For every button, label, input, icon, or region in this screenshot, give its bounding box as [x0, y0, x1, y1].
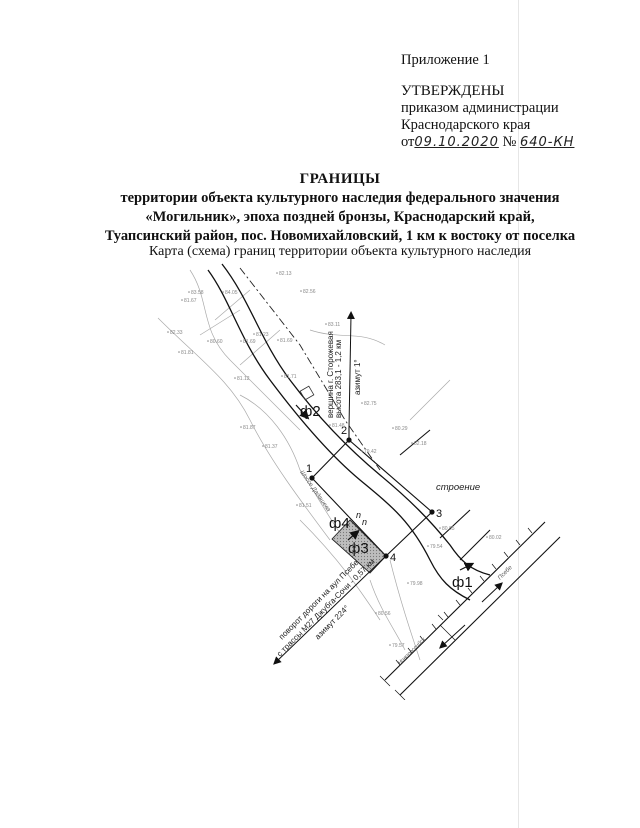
southwest-arrow [273, 555, 387, 665]
approval-line-1: приказом администрации [401, 100, 559, 116]
svg-text:80.29: 80.29 [395, 426, 408, 432]
svg-text:83.11: 83.11 [328, 322, 340, 328]
approved-label: УТВЕРЖДЕНЫ [401, 83, 505, 99]
boundary-map: вершина г. Сторожевая высота 283,1 - 1,2… [157, 263, 561, 700]
svg-text:79.57: 79.57 [392, 643, 405, 649]
svg-text:81.51: 81.51 [299, 503, 312, 509]
svg-text:82.75: 82.75 [364, 401, 377, 407]
photo-point-f2: ф2 [300, 403, 321, 420]
svg-text:81.48: 81.48 [332, 423, 345, 429]
svg-text:81.12: 81.12 [237, 376, 250, 382]
map-caption: Карта (схема) границ территории объекта … [148, 244, 532, 259]
svg-text:81.67: 81.67 [184, 298, 197, 304]
handwritten-number: 640-КН [519, 135, 575, 150]
svg-text:высота 283,1 - 1,2 км: высота 283,1 - 1,2 км [334, 340, 343, 418]
dash-dot-line [239, 267, 381, 471]
svg-text:с трассы М27 Джубга-Сочи - 0,5: с трассы М27 Джубга-Сочи - 0,57 км [275, 557, 376, 658]
railway-strip [384, 521, 561, 696]
svg-text:82.18: 82.18 [414, 441, 427, 447]
svg-text:82.56: 82.56 [303, 289, 316, 295]
svg-text:84.05: 84.05 [225, 290, 238, 296]
svg-text:81.71: 81.71 [284, 374, 297, 380]
document-heading: ГРАНИЦЫ территории объекта культурного н… [90, 170, 590, 246]
elevation-marks: 82.13 83.58 81.67 84.05 82.56 82.33 81.8… [167, 271, 502, 649]
svg-text:79.42: 79.42 [364, 449, 377, 455]
svg-text:81.37: 81.37 [265, 444, 278, 450]
svg-text:83.58: 83.58 [191, 290, 204, 296]
boundary-points [309, 437, 435, 559]
heading-title: ГРАНИЦЫ [299, 171, 381, 187]
svg-text:82.13: 82.13 [279, 271, 292, 277]
svg-text:азимут 1°: азимут 1° [353, 359, 362, 395]
svg-text:Новороссийск: Новороссийск [396, 636, 427, 667]
main-road [207, 263, 491, 601]
svg-text:79.98: 79.98 [410, 581, 423, 587]
north-arrow [346, 311, 355, 429]
photo-point-f4: ф4 [329, 515, 350, 532]
svg-text:81.23: 81.23 [256, 332, 269, 338]
svg-text:80.60: 80.60 [210, 339, 223, 345]
date-number-line: от09.10.2020 № 640-КН [401, 134, 574, 151]
territory-boundary [311, 428, 433, 557]
contour-lines [157, 269, 451, 661]
date-prefix: от [401, 134, 415, 150]
handwritten-date: 09.10.2020 [414, 135, 499, 150]
svg-text:81.81: 81.81 [181, 350, 194, 356]
heading-line-2: «Могильник», эпоха поздней бронзы, Красн… [145, 209, 535, 225]
building-label: строение [436, 482, 480, 493]
approval-line-2: Краснодарского края [401, 117, 531, 133]
point-3-label: 3 [436, 508, 442, 520]
point-1-label: 1 [306, 463, 312, 475]
svg-text:80.02: 80.02 [489, 535, 502, 541]
svg-text:80.05: 80.05 [442, 526, 455, 532]
page-fold-line [518, 0, 519, 828]
svg-text:n: n [356, 510, 361, 520]
heading-line-3: Туапсинский район, пос. Новомихайловский… [104, 228, 576, 244]
svg-text:81.69: 81.69 [243, 339, 256, 345]
point-4-label: 4 [390, 552, 396, 564]
svg-text:n: n [362, 517, 367, 527]
photo-point-f3: ф3 [348, 540, 369, 557]
number-prefix: № [502, 134, 517, 150]
photo-point-f1: ф1 [452, 574, 473, 591]
svg-text:81.69: 81.69 [280, 338, 293, 344]
svg-text:81.87: 81.87 [243, 425, 256, 431]
svg-text:80.56: 80.56 [378, 611, 391, 617]
approval-block: Приложение 1 УТВЕРЖДЕНЫ приказом админис… [401, 52, 574, 151]
north-arrow-label: вершина г. Сторожевая [326, 331, 335, 418]
point-2-label: 2 [341, 425, 347, 437]
building-outline [399, 429, 491, 561]
svg-text:82.33: 82.33 [170, 330, 183, 336]
heading-line-1: территории объекта культурного наследия … [120, 190, 560, 206]
annex-label: Приложение 1 [401, 52, 490, 68]
svg-text:79.54: 79.54 [430, 544, 443, 550]
